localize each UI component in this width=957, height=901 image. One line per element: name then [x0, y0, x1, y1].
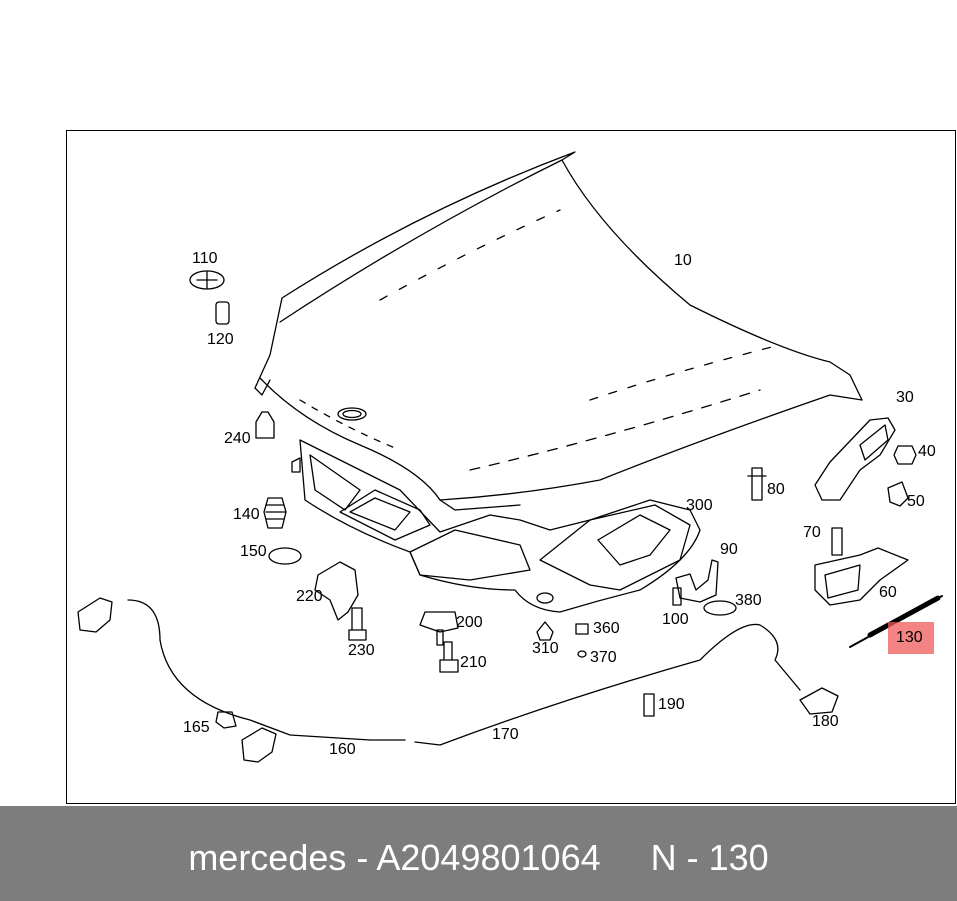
label-part-150: 150: [240, 543, 267, 560]
label-part-200: 200: [456, 614, 483, 631]
part-240-buffer: [255, 411, 275, 439]
part-165-holder: [215, 711, 237, 729]
part-170-cable: [369, 623, 801, 746]
label-part-30: 30: [896, 389, 914, 406]
part-210-bolt: [439, 641, 459, 673]
label-part-210: 210: [460, 654, 487, 671]
label-part-10: 10: [674, 252, 692, 269]
hood-panel: [254, 151, 863, 511]
part-370-nut: [577, 650, 587, 658]
label-part-110: 110: [192, 250, 218, 267]
part-70-bolt: [831, 527, 843, 556]
label-part-230: 230: [348, 642, 375, 659]
emblem-ring: [337, 407, 367, 421]
label-part-60: 60: [879, 584, 897, 601]
diagram-frame: [66, 130, 956, 804]
label-part-120: 120: [207, 331, 234, 348]
hood-inner-frame: [291, 439, 701, 613]
label-part-140: 140: [233, 506, 260, 523]
part-380-seal: [703, 600, 737, 616]
part-120-bushing: [215, 301, 230, 325]
label-part-90: 90: [720, 541, 738, 558]
label-part-360: 360: [593, 620, 620, 637]
label-part-165: 165: [183, 719, 210, 736]
part-60-hinge: [814, 547, 909, 606]
part-110-emblem: [189, 270, 225, 290]
label-part-50: 50: [907, 493, 925, 510]
label-part-380: 380: [735, 592, 762, 609]
label-part-130: 130: [896, 629, 923, 646]
label-part-80: 80: [767, 481, 785, 498]
part-140-clip: [263, 497, 287, 529]
label-part-40: 40: [918, 443, 936, 460]
footer-part-info: mercedes - A2049801064 N - 130: [188, 837, 769, 878]
label-part-310: 310: [532, 640, 559, 657]
part-360-plug: [575, 623, 589, 635]
part-230-bolt: [348, 607, 367, 641]
part-310-clip: [536, 621, 554, 641]
label-part-180: 180: [812, 713, 839, 730]
part-40-nut: [893, 445, 917, 465]
label-part-220: 220: [296, 588, 323, 605]
part-200-bracket: [419, 611, 459, 633]
label-part-70: 70: [803, 524, 821, 541]
part-150-seal: [268, 547, 302, 565]
label-part-240: 240: [224, 430, 251, 447]
part-160-cable: [127, 599, 371, 741]
part-90-bracket: [675, 559, 719, 603]
label-part-190: 190: [658, 696, 685, 713]
latch-left-upper: [77, 597, 113, 633]
label-part-300: 300: [686, 497, 713, 514]
part-190-clip: [643, 693, 655, 717]
label-part-100: 100: [662, 611, 689, 628]
part-80-stud: [747, 467, 767, 501]
part-30-hinge: [814, 417, 896, 501]
latch-left-lower: [241, 727, 277, 763]
label-part-170: 170: [492, 726, 519, 743]
part-100-bolt: [672, 587, 682, 606]
part-220-bracket: [314, 561, 359, 621]
footer-bar: [0, 806, 957, 901]
label-part-160: 160: [329, 741, 356, 758]
part-50-buffer: [887, 481, 909, 507]
part-130-highlight: [888, 622, 934, 654]
label-part-370: 370: [590, 649, 617, 666]
part-180-latch: [799, 687, 839, 715]
